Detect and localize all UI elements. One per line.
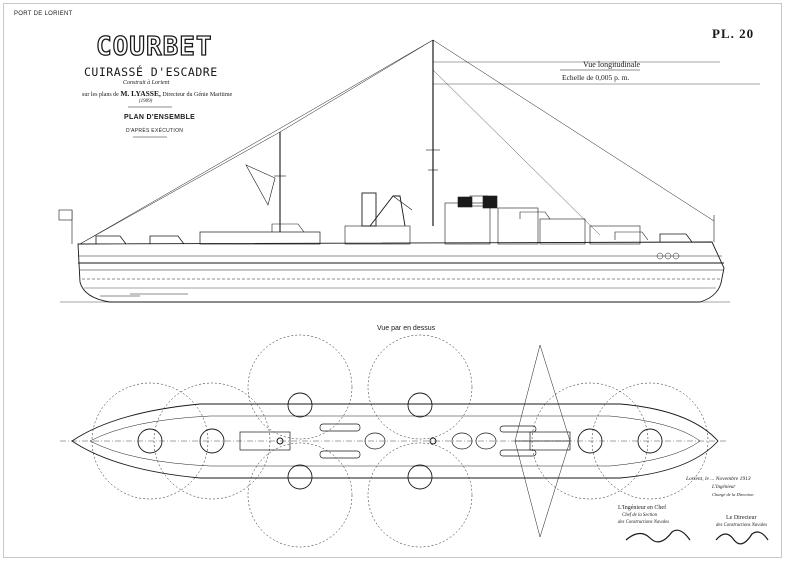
top-view xyxy=(60,334,728,548)
hull-outline xyxy=(77,241,725,303)
title-rules xyxy=(128,69,640,138)
plans-credit-line: sur les plans de M. LYASSE, Directeur du… xyxy=(82,89,232,98)
plan-note: D'APRÈS EXÉCUTION xyxy=(126,128,184,134)
ship-name-title: COURBET xyxy=(95,32,213,62)
scale-label: Echelle de 0,005 p. m. xyxy=(562,73,630,82)
plans-prefix: sur les plans de xyxy=(82,92,119,98)
chief-engineer-section: des Constructions Navales xyxy=(618,520,670,525)
plans-designer: M. LYASSE, xyxy=(120,89,161,98)
date-line: Lorient, le ... Novembre 1913 xyxy=(686,476,751,482)
port-label: PORT DE LORIENT xyxy=(14,11,73,17)
sheet-border xyxy=(3,3,782,558)
chief-engineer-title: L'Ingénieur en Chef xyxy=(618,505,667,511)
plate-number: PL. 20 xyxy=(712,26,755,41)
engineer-role: Chargé de la Direction xyxy=(712,492,754,497)
engineer-title: L'Ingénieur xyxy=(712,485,736,490)
signature-strokes xyxy=(625,529,769,545)
ship-class-subtitle: CUIRASSÉ D'ESCADRE xyxy=(84,65,218,79)
plan-label: PLAN D'ENSEMBLE xyxy=(124,114,196,121)
built-at-line: Construit à Lorient xyxy=(123,80,170,86)
year-note: (1909) xyxy=(139,99,153,104)
top-view-label: Vue par en dessus xyxy=(377,325,436,332)
longitudinal-view-label: Vue longitudinale xyxy=(583,60,641,69)
director-role: des Constructions Navales xyxy=(716,523,768,528)
director-title: Le Directeur xyxy=(726,515,757,521)
plans-suffix: Directeur du Génie Maritime xyxy=(162,92,233,98)
chief-engineer-role: Chef de la Section xyxy=(622,513,658,518)
side-view xyxy=(58,39,760,303)
